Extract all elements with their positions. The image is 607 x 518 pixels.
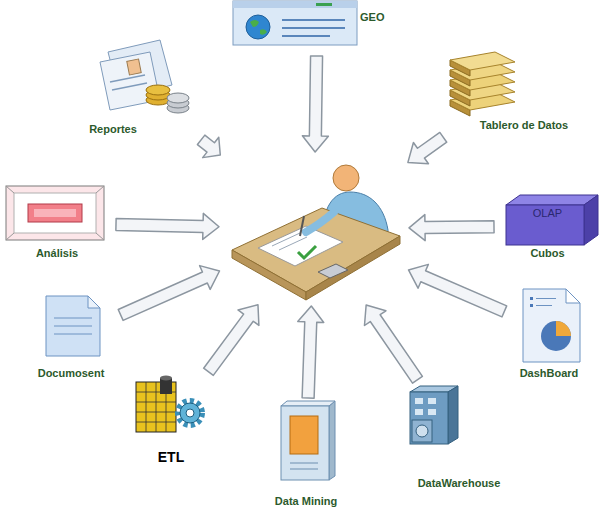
- document-fold: [88, 296, 100, 308]
- analysis-bevel: [96, 186, 104, 193]
- dashboard-sheet: [523, 289, 580, 362]
- geo-line: [282, 19, 345, 21]
- server-front: [281, 406, 329, 480]
- analysis-bevel: [96, 233, 104, 240]
- geo-land: [250, 20, 267, 35]
- paper-line: [279, 237, 307, 250]
- server-top: [281, 401, 335, 406]
- document-sheet: [46, 296, 100, 356]
- document-line: [54, 334, 92, 335]
- warehouse-safe: [412, 420, 432, 442]
- report-photo: [127, 59, 141, 75]
- icon-node: Documosent: [25, 292, 117, 382]
- cube-side: [584, 195, 598, 245]
- pie-slice: [556, 321, 571, 336]
- analysis-bevel: [6, 233, 14, 240]
- analysis-inner: [14, 193, 96, 233]
- pen: [300, 216, 304, 236]
- node-label: Data Mining: [260, 494, 352, 508]
- node-label: Documosent: [25, 366, 117, 380]
- geo-globe: [246, 15, 270, 39]
- calculator: [318, 264, 348, 278]
- person-arm: [306, 212, 334, 232]
- geo-line: [282, 27, 345, 29]
- warehouse-side: [448, 386, 458, 444]
- icon-node: GEO: [232, 0, 402, 52]
- icon-node: Data Mining: [260, 402, 352, 514]
- node-label: Cubos: [505, 246, 590, 260]
- desk-node: [225, 158, 403, 300]
- silver-coin: [167, 93, 189, 103]
- node-label: GEO: [360, 10, 400, 24]
- block-arrow: [409, 264, 507, 317]
- icon-node: Tablero de Datos: [440, 45, 580, 135]
- icon-node: Análisis: [2, 183, 112, 263]
- block-arrow: [408, 132, 447, 163]
- block-arrow: [302, 56, 328, 152]
- block-arrow: [118, 266, 219, 321]
- icon-node: DashBoard: [508, 285, 598, 380]
- dashboard-bullet: [530, 297, 533, 300]
- etl-gear: [180, 403, 200, 423]
- server-side: [329, 401, 335, 480]
- document-line: [54, 326, 92, 327]
- node-label: ETL: [130, 449, 212, 465]
- node-label: Reportes: [78, 122, 148, 136]
- block-arrow: [298, 306, 324, 398]
- gold-coin: [146, 85, 170, 95]
- geo-indicator: [316, 3, 332, 6]
- warehouse-window: [415, 398, 423, 404]
- icon-node: Reportes: [78, 40, 198, 140]
- analysis-bar: [28, 204, 82, 222]
- dashboard-line: [536, 298, 556, 299]
- block-arrow: [409, 215, 494, 241]
- etl-gear-hole: [186, 409, 194, 417]
- pie-chart: [541, 321, 571, 351]
- cube-top: [506, 195, 598, 205]
- geo-titlebar: [233, 1, 357, 8]
- node-label: Tablero de Datos: [468, 118, 580, 132]
- analysis-bar-inner: [34, 209, 76, 217]
- document-line: [54, 318, 92, 319]
- block-arrow: [364, 305, 422, 383]
- warehouse-window: [428, 409, 436, 415]
- block-arrow: [116, 213, 219, 239]
- geo-line: [282, 35, 330, 37]
- block-arrow: [204, 305, 259, 376]
- report-line: [110, 75, 145, 82]
- etl-gear-teeth: [178, 401, 202, 425]
- icon-node: ETL: [130, 375, 212, 470]
- dashboard-line: [536, 305, 552, 306]
- dashboard-bullet: [530, 304, 533, 307]
- desk-top: [232, 208, 400, 292]
- book: [450, 52, 515, 70]
- warehouse-window: [428, 398, 436, 404]
- cube-caption: OLAP: [505, 206, 590, 220]
- server-slot: [290, 463, 318, 464]
- geo-window: [233, 1, 357, 45]
- node-label: DashBoard: [508, 366, 590, 380]
- check-mark: [298, 246, 316, 258]
- server-panel: [290, 416, 318, 454]
- block-arrow: [197, 135, 220, 157]
- report-line: [112, 83, 147, 90]
- person-head: [333, 165, 359, 191]
- analysis-bevel: [6, 186, 14, 193]
- warehouse-dial: [416, 425, 428, 437]
- analysis-frame: [6, 186, 104, 240]
- dashboard-fold: [566, 289, 580, 303]
- warehouse-window: [415, 409, 423, 415]
- icon-node: DataWarehouse: [395, 383, 520, 493]
- icon-node: OLAP Cubos: [498, 190, 607, 262]
- paper-line: [272, 233, 300, 246]
- etl-cylinder-top: [160, 376, 172, 381]
- node-label: Análisis: [2, 246, 112, 260]
- node-label: DataWarehouse: [403, 476, 515, 490]
- server-slot: [290, 469, 318, 470]
- warehouse-front: [410, 392, 448, 444]
